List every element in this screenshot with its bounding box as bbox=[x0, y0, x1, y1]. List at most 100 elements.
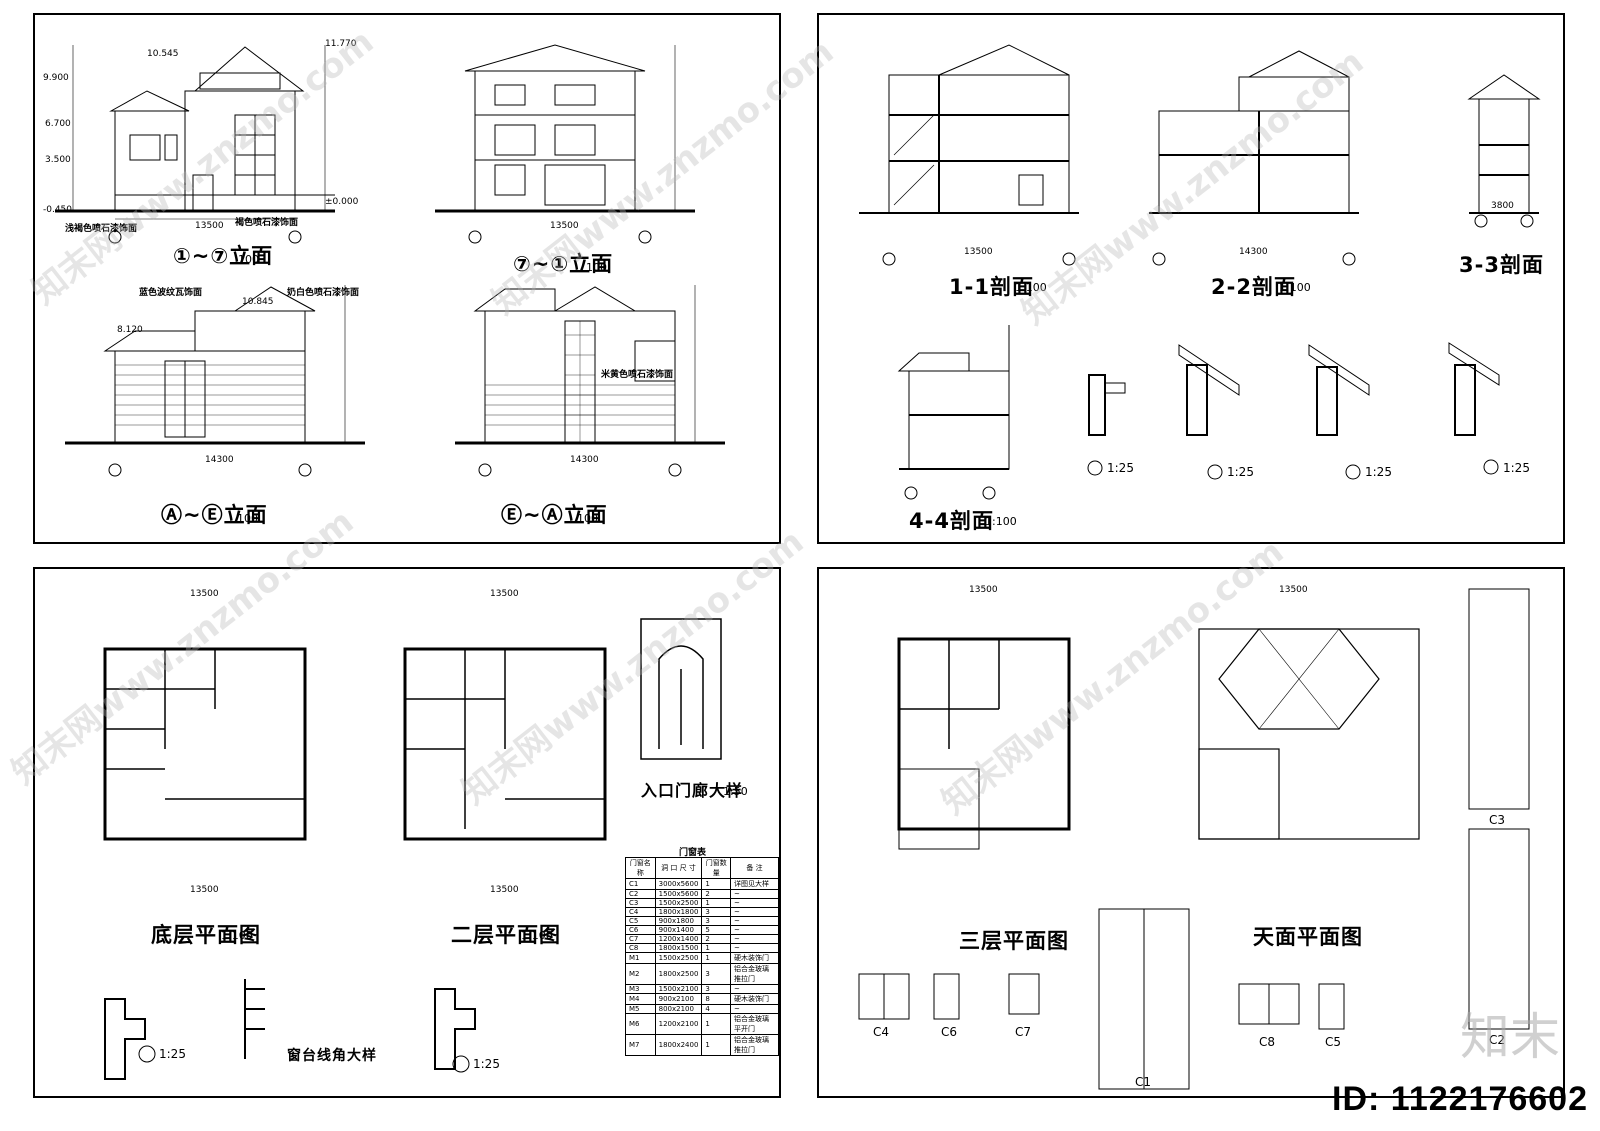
level-label: ±0.000 bbox=[325, 197, 359, 207]
door-table-cell: 5 bbox=[701, 925, 731, 935]
door-table-cell: 1 bbox=[701, 943, 731, 953]
detail-scale: 1:25 bbox=[1227, 465, 1254, 479]
second-floor-plan bbox=[403, 647, 607, 841]
door-table-cell: 3 bbox=[701, 963, 731, 985]
detail-scale: 1:25 bbox=[473, 1057, 500, 1071]
door-table-cell: 硬木装饰门 bbox=[729, 952, 779, 964]
door-table-cell: 1 bbox=[701, 952, 731, 964]
door-table-cell: ~ bbox=[729, 898, 779, 908]
door-table-col: 门窗数量 bbox=[701, 857, 731, 879]
door-table-cell: C3 bbox=[625, 898, 656, 908]
view-title: Ⓐ~Ⓔ立面 bbox=[161, 503, 268, 527]
door-table-cell: 1500x2500 bbox=[654, 952, 703, 964]
window-label: C7 bbox=[1015, 1025, 1032, 1039]
note-label: 奶白色喷石漆饰面 bbox=[287, 288, 360, 298]
door-table-cell: 900x2100 bbox=[654, 993, 703, 1005]
sheet-sections: 13500 14300 3800 1-1剖面 1:100 2-2剖面 1:100… bbox=[817, 13, 1565, 544]
view-title: 3-3剖面 bbox=[1459, 253, 1544, 277]
door-table-cell: 3000x5600 bbox=[654, 878, 703, 890]
width-dimension: 14300 bbox=[570, 455, 599, 465]
plan-drawings bbox=[103, 618, 722, 1080]
door-table-cell: ~ bbox=[729, 889, 779, 899]
note-label: 蓝色波纹瓦饰面 bbox=[139, 288, 203, 298]
window-label: C8 bbox=[1259, 1035, 1276, 1049]
view-scale: 100 bbox=[237, 512, 258, 525]
width-dimension: 13500 bbox=[490, 589, 519, 599]
image-id: ID: 1122176602 bbox=[1332, 1080, 1588, 1118]
door-table-col: 洞 口 尺 寸 bbox=[654, 857, 703, 879]
width-dimension: 14300 bbox=[1239, 247, 1268, 257]
door-table-cell: M4 bbox=[625, 993, 656, 1005]
door-table-cell: 1500x2500 bbox=[654, 898, 703, 908]
door-table-col: 备 注 bbox=[729, 857, 779, 879]
detail-title: 窗台线角大样 bbox=[287, 1048, 377, 1064]
door-table-cell: 1800x1800 bbox=[654, 907, 703, 917]
level-label: -0.450 bbox=[43, 205, 73, 215]
door-table-cell: 2 bbox=[701, 889, 731, 899]
door-table-cell: 1800x2400 bbox=[654, 1034, 703, 1056]
elevation-e-a bbox=[455, 285, 725, 477]
view-scale: 100 bbox=[238, 253, 259, 266]
view-title: 1-1剖面 bbox=[949, 275, 1034, 299]
width-dimension: 13500 bbox=[969, 585, 998, 595]
level-label: 9.900 bbox=[43, 73, 69, 83]
view-scale: 1:100 bbox=[1015, 281, 1047, 294]
width-dimension: 14300 bbox=[205, 455, 234, 465]
door-table-cell: 铝合金玻璃平开门 bbox=[729, 1013, 779, 1035]
window-label: C1 bbox=[1135, 1075, 1152, 1089]
door-table-cell: 1500x2100 bbox=[654, 984, 703, 994]
door-table-cell: 1 bbox=[701, 898, 731, 908]
door-table-cell: 铝合金玻璃推拉门 bbox=[729, 1034, 779, 1056]
width-dimension: 13500 bbox=[550, 221, 579, 231]
door-table-cell: 2 bbox=[701, 934, 731, 944]
sheet-elevations: 11.770 10.545 9.900 6.700 3.500 ±0.000 -… bbox=[33, 13, 781, 544]
sheet-plans-3-roof: 13500 13500 三层平面图 天面平面图 C4 C6 C7 C1 C8 C… bbox=[817, 567, 1565, 1098]
detail-scale: 1:25 bbox=[1365, 465, 1392, 479]
door-table-cell: ~ bbox=[729, 934, 779, 944]
section-2-2 bbox=[1149, 50, 1359, 266]
view-scale: 1:100 bbox=[1279, 281, 1311, 294]
view-title: Ⓔ~Ⓐ立面 bbox=[501, 503, 608, 527]
level-label: 3.500 bbox=[45, 155, 71, 165]
door-table-cell: 900x1400 bbox=[654, 925, 703, 935]
section-3-3 bbox=[1467, 74, 1541, 228]
door-table-cell: ~ bbox=[729, 907, 779, 917]
door-table-cell: ~ bbox=[729, 984, 779, 994]
view-title: 二层平面图 bbox=[451, 923, 561, 947]
door-table-cell: C5 bbox=[625, 916, 656, 926]
view-title: ⑦~①立面 bbox=[513, 252, 614, 276]
section-1-1 bbox=[859, 44, 1079, 266]
view-title: 天面平面图 bbox=[1253, 925, 1363, 949]
porch-scale: 1:50 bbox=[723, 785, 748, 798]
view-title: 2-2剖面 bbox=[1211, 275, 1296, 299]
window-label: C6 bbox=[941, 1025, 958, 1039]
elevation-drawings bbox=[55, 44, 725, 477]
view-title: 4-4剖面 bbox=[909, 509, 994, 533]
door-table-cell: C2 bbox=[625, 889, 656, 899]
door-table-cell: M2 bbox=[625, 963, 656, 985]
door-table-cell: M3 bbox=[625, 984, 656, 994]
door-table-cell: C1 bbox=[625, 878, 656, 890]
note-label: 米黄色喷石漆饰面 bbox=[601, 370, 674, 380]
door-table-cell: ~ bbox=[729, 916, 779, 926]
watermark-logo: 知末 bbox=[1460, 1008, 1560, 1066]
detail-scale: 1:25 bbox=[1503, 461, 1530, 475]
width-dimension: 13500 bbox=[964, 247, 993, 257]
door-table-cell: M1 bbox=[625, 952, 656, 964]
porch-title: 入口门廊大样 bbox=[641, 781, 744, 800]
width-dimension: 3800 bbox=[1491, 201, 1514, 211]
door-table-cell: 1 bbox=[701, 1013, 731, 1035]
view-scale: 100 bbox=[586, 261, 607, 274]
door-table-cell: 1 bbox=[701, 878, 731, 890]
